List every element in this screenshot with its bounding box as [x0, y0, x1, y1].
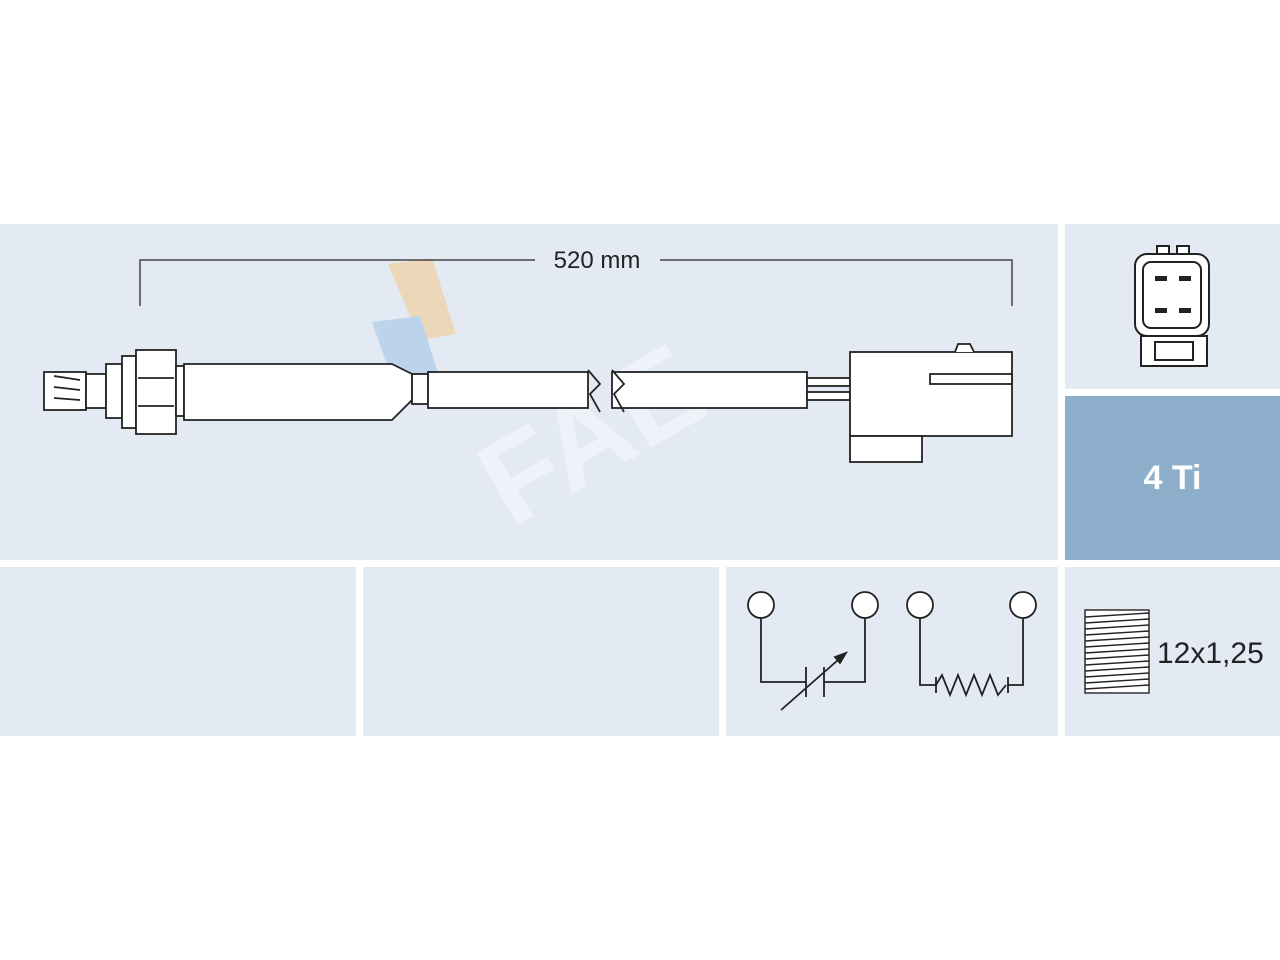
connector-housing: [849, 343, 1013, 463]
sensor-drawing-panel: FAE 520 mm: [0, 224, 1058, 560]
length-dimension-line: [139, 259, 1013, 306]
length-label: 520 mm: [554, 247, 641, 274]
thread-panel: 12x1,25: [1065, 567, 1280, 736]
sensor-probe: [43, 349, 185, 435]
empty-panel-1: [0, 567, 356, 736]
sensor-cable: [183, 363, 851, 421]
heater-resistor-circuit-icon: [906, 591, 1037, 698]
variable-resistor-circuit-icon: [747, 591, 879, 711]
thread-label: 12x1,25: [1157, 637, 1264, 670]
circuit-panel: [726, 567, 1058, 736]
wire-count-label: 4 Ti: [1143, 458, 1202, 497]
sensor-drawing: FAE 520 mm: [43, 247, 1013, 551]
connector-4pin-icon: [1134, 245, 1210, 367]
svg-text:FAE: FAE: [457, 318, 726, 551]
thread-icon: [1084, 609, 1150, 694]
empty-panel-2: [363, 567, 719, 736]
connector-panel: [1065, 224, 1280, 389]
wire-count-panel: 4 Ti: [1065, 396, 1280, 560]
